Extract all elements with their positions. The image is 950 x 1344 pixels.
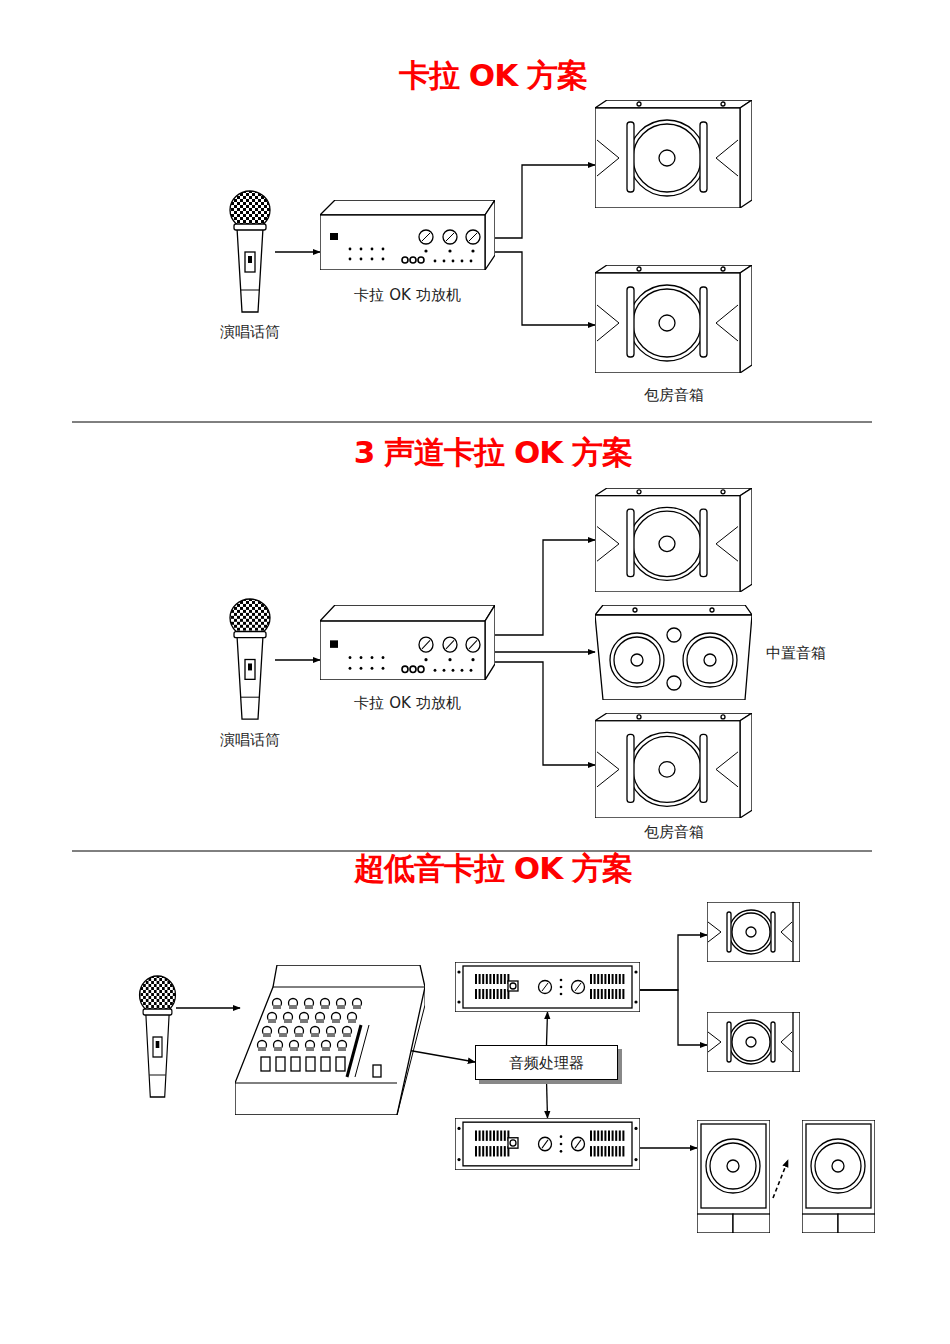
section-title: 超低音卡拉 OK 方案 <box>354 850 632 886</box>
mixer <box>235 965 425 1115</box>
karaoke-amplifier-icon <box>320 605 495 680</box>
karaoke-amplifier-icon <box>320 200 495 270</box>
speaker-icon <box>707 1012 800 1072</box>
separator-line <box>72 422 872 423</box>
processor-box: 音频处理器 <box>475 1045 618 1080</box>
section-title: 3 声道卡拉 OK 方案 <box>354 434 632 470</box>
subwoofer <box>802 1120 875 1233</box>
speaker-icon <box>595 488 752 592</box>
signal-arrow <box>275 251 320 252</box>
signal-arrow <box>495 651 595 652</box>
microphone: 演唱话筒 <box>225 598 275 722</box>
signal-arrow <box>495 662 595 765</box>
section-title: 卡拉 OK 方案 <box>399 57 587 93</box>
microphone <box>135 975 180 1100</box>
power-amplifier-icon <box>455 962 640 1012</box>
subwoofer <box>697 1120 770 1233</box>
microphone-icon <box>225 190 275 315</box>
subwoofer-icon <box>697 1120 770 1233</box>
center-speaker-icon <box>595 605 752 700</box>
microphone-icon <box>225 598 275 722</box>
node-label: 包房音箱 <box>644 385 704 405</box>
signal-arrow <box>640 1147 697 1148</box>
signal-arrow <box>640 990 707 1045</box>
signal-arrow <box>773 1160 788 1198</box>
center-speaker: 中置音箱 <box>595 605 752 700</box>
signal-arrow <box>547 1080 548 1118</box>
speaker-icon <box>707 902 800 962</box>
node-label: 演唱话筒 <box>220 322 280 342</box>
speaker: 包房音箱 <box>595 265 752 373</box>
node-label: 卡拉 OK 功放机 <box>354 693 460 713</box>
speaker <box>595 100 752 208</box>
speaker <box>707 1012 800 1072</box>
signal-arrow <box>407 1050 475 1062</box>
amplifier: 卡拉 OK 功放机 <box>320 200 495 270</box>
signal-arrow <box>495 252 595 325</box>
subwoofer-icon <box>802 1120 875 1233</box>
speaker: 包房音箱 <box>595 713 752 818</box>
node-label: 卡拉 OK 功放机 <box>354 285 460 305</box>
microphone-icon <box>135 975 180 1100</box>
power-amplifier-icon <box>455 1118 640 1170</box>
speaker-icon <box>595 100 752 208</box>
node-label: 音频处理器 <box>509 1053 584 1073</box>
signal-arrow <box>176 1007 240 1008</box>
signal-arrow <box>275 659 320 660</box>
node-label: 演唱话筒 <box>220 730 280 750</box>
speaker-icon <box>595 713 752 818</box>
amplifier: 卡拉 OK 功放机 <box>320 605 495 680</box>
node-label: 中置音箱 <box>766 643 826 663</box>
power-amplifier <box>455 962 640 1012</box>
signal-arrow <box>640 935 707 990</box>
node-label: 包房音箱 <box>644 822 704 842</box>
power-amplifier <box>455 1118 640 1170</box>
speaker <box>707 902 800 962</box>
signal-arrow <box>495 540 595 635</box>
speaker <box>595 488 752 592</box>
speaker-icon <box>595 265 752 373</box>
signal-arrow <box>495 165 595 238</box>
mixer-icon <box>235 965 425 1115</box>
signal-arrow <box>547 1012 548 1045</box>
microphone: 演唱话筒 <box>225 190 275 315</box>
